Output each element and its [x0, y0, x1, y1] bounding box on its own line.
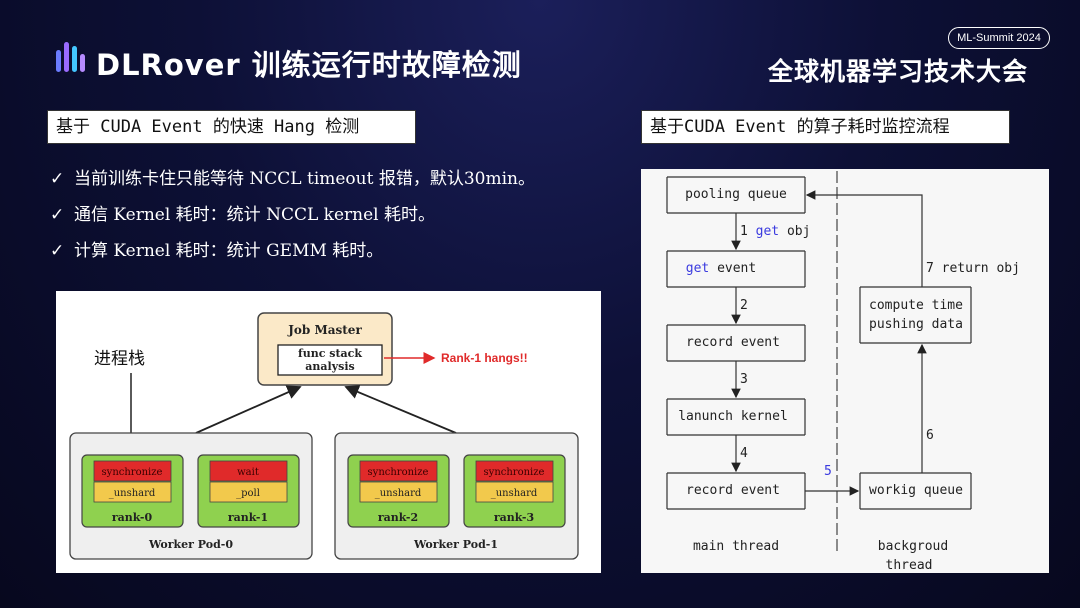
stack-bottom-frame [475, 481, 554, 503]
right-section-heading: 基于CUDA Event 的算子耗时监控流程 [641, 110, 1010, 144]
stack-top-label: synchronize [484, 467, 545, 478]
step-label: 1 get obj [740, 224, 810, 239]
flow-arrow [805, 190, 923, 287]
rank-label: rank-3 [494, 511, 534, 524]
step-label: 4 [740, 446, 748, 461]
flow-box-label: lanunch kernel [678, 409, 788, 424]
left-section-heading: 基于 CUDA Event 的快速 Hang 检测 [47, 110, 416, 144]
page-title: DLRover 训练运行时故障检测 [96, 48, 522, 82]
step-label: 7 return obj [926, 261, 1020, 276]
stack-top-label: synchronize [102, 467, 163, 478]
stack-top-frame [209, 460, 288, 482]
check-icon: ✓ [50, 205, 65, 225]
stack-top-label: wait [237, 467, 259, 478]
bullet-item: ✓ 通信 Kernel 耗时：统计 NCCL kernel 耗时。 [50, 201, 535, 237]
stack-top-label: synchronize [368, 467, 429, 478]
stack-top-frame [475, 460, 554, 482]
flow-box-label: compute time [869, 298, 963, 313]
stack-bottom-label: _unshard [375, 488, 422, 499]
event-title: 全球机器学习技术大会 [768, 57, 1029, 86]
op-timing-flow-diagram: pooling queue get event record event lan… [641, 169, 1049, 573]
bullet-item: ✓ 当前训练卡住只能等待 NCCL timeout 报错，默认30min。 [50, 165, 535, 201]
flow-box-label: record event [686, 335, 780, 350]
stack-bottom-label: _poll [236, 488, 260, 499]
step-label: 5 [824, 464, 832, 479]
job-master-label: Job Master [287, 323, 362, 337]
pod-label: Worker Pod-1 [413, 538, 498, 551]
stack-bottom-frame [359, 481, 438, 503]
pod0-report-arrow [195, 385, 302, 434]
flow-box-label: pooling queue [685, 187, 787, 202]
stack-top-frame [359, 460, 438, 482]
dlrover-logo-icon [56, 42, 90, 76]
flow-box-label: pushing data [869, 317, 963, 332]
analysis-label-line1: func stack [298, 347, 362, 360]
background-thread-label: thread [886, 558, 933, 573]
hang-label: Rank-1 hangs!! [441, 351, 528, 365]
bullet-list: ✓ 当前训练卡住只能等待 NCCL timeout 报错，默认30min。 ✓ 通信… [50, 165, 535, 273]
hang-detection-diagram: Job Master func stack analysis Rank-1 ha… [56, 291, 601, 573]
box-outline [666, 324, 806, 362]
flow-box-label: get event [686, 261, 756, 276]
step-label: 2 [740, 298, 748, 313]
stack-bottom-label: _unshard [109, 488, 156, 499]
rank-label: rank-1 [228, 511, 268, 524]
stack-bottom-frame [93, 481, 172, 503]
step-label: 6 [926, 428, 934, 443]
box-outline [666, 176, 806, 214]
event-badge: ML-Summit 2024 [948, 27, 1050, 49]
bullet-text: 当前训练卡住只能等待 NCCL timeout 报错，默认30min。 [74, 169, 535, 189]
flow-box-label: record event [686, 483, 780, 498]
bullet-text: 通信 Kernel 耗时：统计 NCCL kernel 耗时。 [74, 205, 436, 225]
stack-top-frame [93, 460, 172, 482]
pod-label: Worker Pod-0 [148, 538, 233, 551]
step-label: 3 [740, 372, 748, 387]
main-thread-label: main thread [693, 539, 779, 554]
box-outline [859, 286, 972, 344]
pod1-report-arrow [344, 385, 457, 434]
box-outline [859, 472, 972, 510]
rank-label: rank-0 [112, 511, 153, 524]
stack-bottom-label: _unshard [491, 488, 538, 499]
flow-box-label: workig queue [869, 483, 963, 498]
background-thread-label: backgroud [878, 539, 948, 554]
box-outline [666, 250, 806, 288]
check-icon: ✓ [50, 169, 65, 189]
stack-bottom-frame [209, 481, 288, 503]
bullet-item: ✓ 计算 Kernel 耗时：统计 GEMM 耗时。 [50, 237, 535, 273]
rank-label: rank-2 [378, 511, 418, 524]
analysis-label-line2: analysis [305, 360, 354, 373]
analysis-box [277, 344, 383, 376]
check-icon: ✓ [50, 241, 65, 261]
bullet-text: 计算 Kernel 耗时：统计 GEMM 耗时。 [74, 241, 384, 261]
box-outline [666, 398, 806, 436]
process-stack-label: 进程栈 [94, 349, 145, 369]
